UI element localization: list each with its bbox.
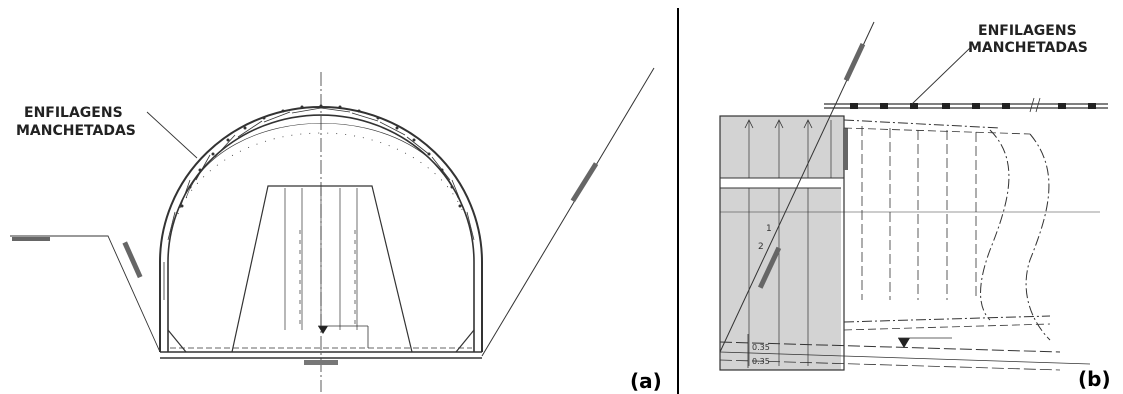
leader-b — [911, 47, 971, 105]
next-segment-top — [843, 119, 1001, 129]
dim-label-2: 0.35 — [752, 357, 770, 366]
core-dashes — [299, 230, 356, 330]
label-a-line1: ENFILAGENS — [24, 105, 123, 121]
panel-a-cross-section — [10, 67, 655, 392]
label-b-line1: ENFILAGENS — [978, 23, 1077, 39]
ground-right — [481, 67, 655, 357]
floor-brace-right — [455, 329, 475, 353]
forepoling-arc-outer — [185, 122, 459, 199]
label-a-line2: MANCHETADAS — [16, 123, 136, 139]
core-trapezoid — [231, 185, 413, 353]
shaded-outline — [719, 115, 845, 371]
hatch-right-slope — [570, 162, 599, 203]
hatch-face — [843, 128, 848, 170]
shaded-posts — [748, 120, 832, 366]
level-marker-b — [898, 338, 910, 348]
next-segment-top-2 — [843, 127, 1031, 135]
arch-inner — [167, 114, 475, 352]
break-mark-1 — [1029, 97, 1035, 113]
forepoling-dots — [180, 104, 462, 208]
slope-label-h: 2 — [758, 242, 764, 252]
invert-line-3 — [719, 359, 1061, 371]
hatch-left-top — [12, 237, 50, 241]
dim-label-1: 0.35 — [752, 343, 770, 352]
shaded-segment-lower — [720, 188, 841, 370]
label-b-line2: MANCHETADAS — [968, 40, 1088, 56]
hatch-slope-top — [843, 43, 866, 82]
break-mark-2 — [1035, 97, 1041, 113]
invert-line-2 — [719, 351, 1091, 365]
next-segment-posts — [861, 126, 977, 300]
forepoling-blocks — [850, 103, 1096, 109]
shaded-arrows — [744, 119, 813, 129]
next-segment-bottom — [843, 315, 1051, 323]
next-segment-bottom-2 — [843, 323, 1051, 331]
next-segment-face-2 — [1025, 133, 1051, 341]
leader-a — [146, 111, 198, 159]
ground-left — [10, 235, 161, 353]
caption-b: (b) — [1078, 367, 1111, 391]
hatch-slope-bottom — [757, 246, 782, 289]
level-marker — [318, 326, 328, 334]
slope-label-v: 1 — [766, 224, 772, 234]
panel-b-longitudinal — [719, 21, 1108, 371]
invert-line-1 — [719, 341, 1061, 353]
floor-brace-left — [167, 329, 187, 353]
hatch-left-slope — [122, 241, 143, 279]
next-segment-face-1 — [980, 129, 1010, 321]
caption-a: (a) — [630, 369, 662, 393]
core-verticals — [284, 188, 358, 330]
arch-lattice — [163, 107, 475, 300]
floor-hatch — [304, 360, 338, 365]
